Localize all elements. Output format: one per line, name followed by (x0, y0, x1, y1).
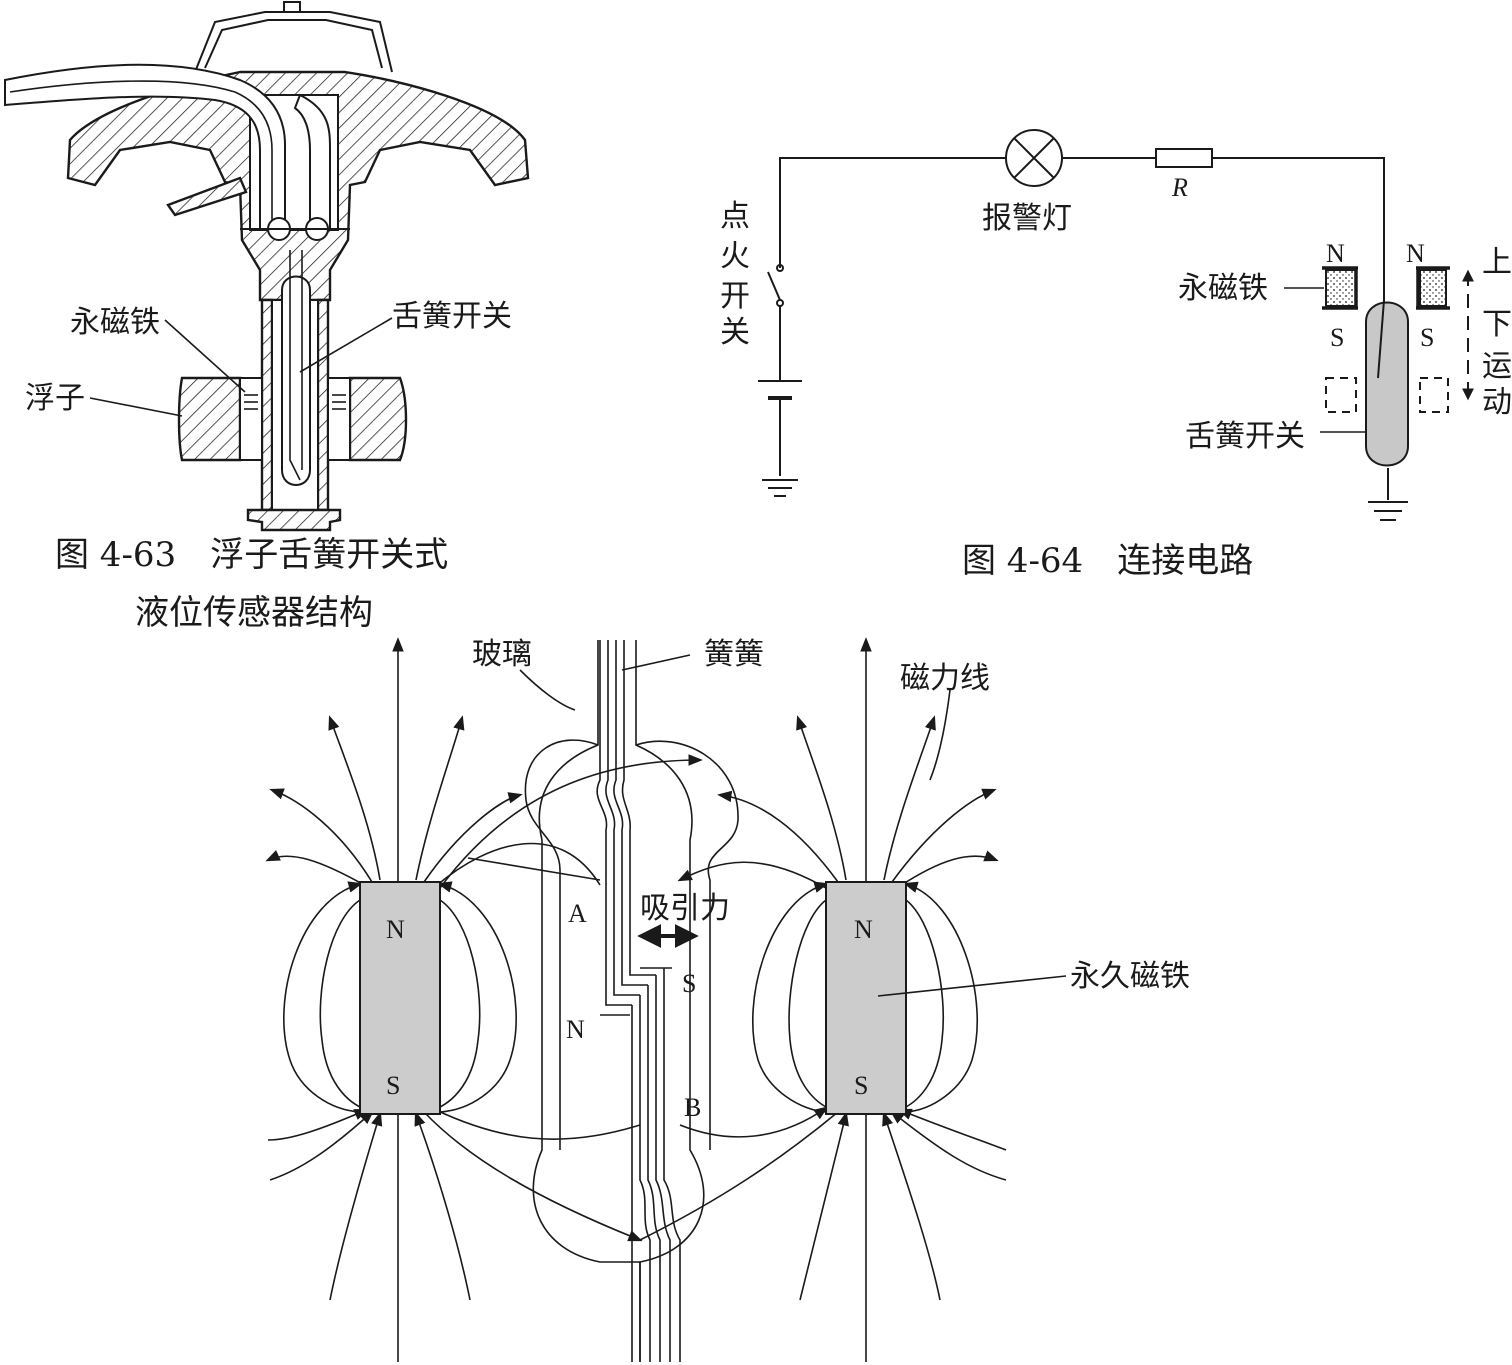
left-magnet-n: N (386, 915, 405, 944)
label-a: A (568, 899, 587, 928)
fig64-ignition-switch (767, 271, 781, 301)
fig64-pole-s-left: S (1330, 323, 1344, 352)
fig64-label-resistor: R (1171, 173, 1188, 202)
fig64-label-lamp: 报警灯 (982, 201, 1072, 236)
fig64-wire-top (779, 157, 1006, 258)
label-attraction: 吸引力 (640, 891, 730, 926)
left-magnet-s: S (386, 1071, 400, 1100)
fig63-caption-line2: 液位传感器结构 (135, 593, 373, 633)
glass-envelope (532, 640, 641, 1362)
fig63-label-magnet: 永磁铁 (70, 305, 160, 340)
fig64-resistor-symbol (1155, 148, 1213, 168)
label-b: B (684, 1093, 701, 1122)
reed-pole-s: S (682, 969, 696, 998)
fig64-label-ignition-1: 点 (720, 199, 750, 234)
right-magnet-s: S (854, 1071, 868, 1100)
fig64-caption: 图 4-64 连接电路 (962, 541, 1253, 581)
fig64-connection-circuit: 点 火 开 关 报警灯 R 永磁铁 舌簧开关 N N S S 上 下 运 动 图… (720, 129, 1512, 581)
left-magnet-field-lines (265, 637, 703, 1362)
fig64-label-magnet: 永磁铁 (1178, 271, 1268, 306)
fig64-pole-n-left: N (1326, 239, 1345, 268)
right-magnet-n: N (854, 915, 873, 944)
fig64-label-motion-3: 运 (1482, 349, 1512, 384)
fig64-lamp-symbol (1005, 129, 1063, 187)
reed-blades (596, 640, 681, 1362)
right-permanent-magnet (825, 881, 907, 1115)
fig64-label-ignition-4: 关 (720, 315, 750, 350)
reed-pole-n: N (566, 1015, 585, 1044)
fig63-caption-line1: 图 4-63 浮子舌簧开关式 (55, 535, 448, 575)
fig63-reed-capsule (281, 275, 311, 486)
fig64-label-reed: 舌簧开关 (1185, 419, 1305, 454)
fig64-label-motion-2: 下 (1482, 307, 1512, 342)
left-permanent-magnet (359, 881, 441, 1115)
fig64-label-ignition-2: 火 (720, 239, 750, 274)
label-reed: 簧簧 (704, 637, 764, 672)
fig64-label-ignition-3: 开 (720, 279, 750, 314)
fig64-label-motion-4: 动 (1482, 385, 1512, 420)
fig63-float-reed-sensor: 永磁铁 浮子 舌簧开关 图 4-63 浮子舌簧开关式 液位传感器结构 (4, 1, 530, 633)
reed-field-diagram: 玻璃 簧簧 磁力线 吸引力 永久磁铁 A B N S N S N S (265, 637, 1190, 1362)
label-glass: 玻璃 (472, 637, 532, 672)
fig63-float (177, 376, 242, 462)
fig64-label-motion-1: 上 (1482, 245, 1512, 280)
fig64-pole-n-right: N (1406, 239, 1425, 268)
fig63-label-float: 浮子 (25, 381, 85, 416)
label-field-lines: 磁力线 (900, 661, 990, 696)
fig64-reed-capsule (1365, 301, 1409, 467)
label-permanent-magnet: 永久磁铁 (1070, 959, 1190, 994)
fig64-pole-s-right: S (1420, 323, 1434, 352)
fig63-label-reed: 舌簧开关 (392, 299, 512, 334)
